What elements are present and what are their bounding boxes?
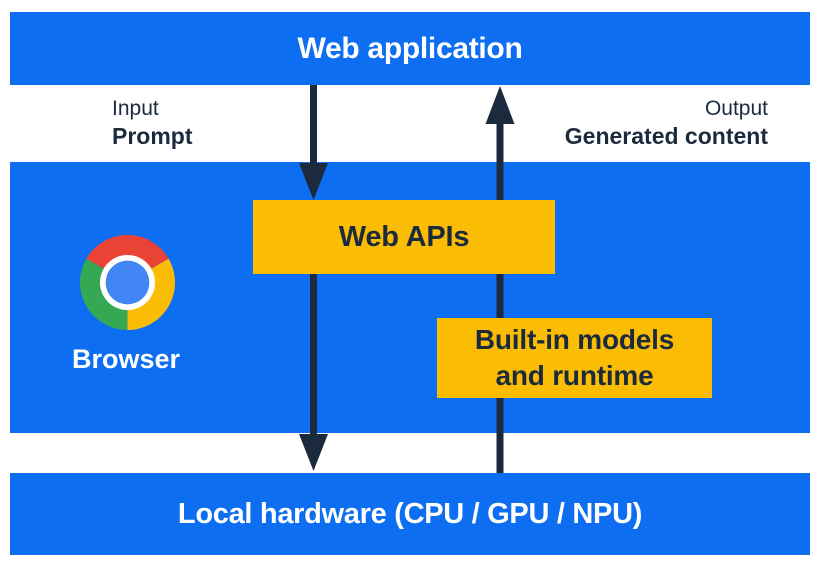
input-label: Input (112, 97, 159, 120)
builtin-models-label-line1: Built-in models (474, 324, 675, 355)
builtin-models-label-line2: and runtime (495, 360, 654, 391)
output-value-label: Generated content (564, 123, 768, 149)
web-apis-label: Web APIs (338, 220, 470, 253)
input-value-label: Prompt (112, 123, 193, 149)
local-hardware-label: Local hardware (CPU / GPU / NPU) (177, 497, 643, 530)
layer-web-application: Web application (10, 12, 810, 85)
input-prompt-annotation: Input Prompt (112, 96, 193, 150)
builtin-models-box: Built-in models and runtime (437, 318, 712, 398)
output-label: Output (704, 97, 768, 120)
web-application-label: Web application (297, 31, 523, 65)
chrome-logo-icon (80, 235, 175, 330)
layer-local-hardware: Local hardware (CPU / GPU / NPU) (10, 473, 810, 555)
web-apis-box: Web APIs (253, 200, 555, 274)
browser-label: Browser (71, 344, 181, 374)
chrome-logo-center (105, 260, 150, 305)
output-annotation: Output Generated content (565, 96, 768, 150)
